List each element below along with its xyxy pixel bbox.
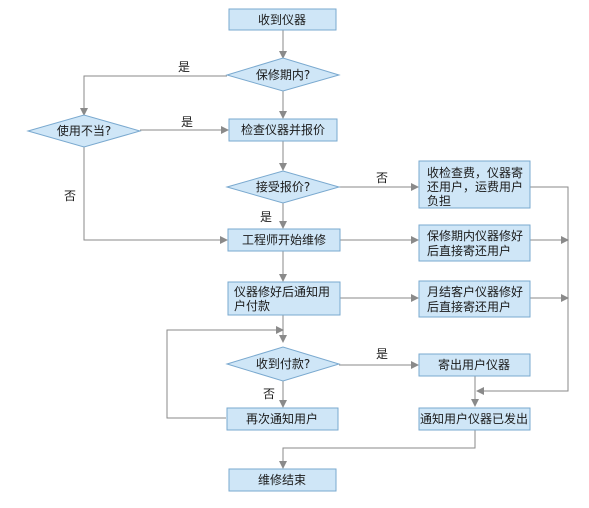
connectors — [80, 30, 569, 469]
node-ship-user: 寄出用户仪器 — [418, 353, 531, 377]
node-paid-q-label: 收到付款? — [256, 357, 310, 371]
node-start-label: 收到仪器 — [258, 13, 306, 27]
node-end: 维修结束 — [228, 468, 337, 492]
edge-misuse-no-repair — [83, 147, 228, 244]
label-misuse-yes: 是 — [181, 115, 193, 129]
node-charge-return-line2: 还用户，运费用户 — [427, 179, 523, 194]
label-accept-yes: 是 — [260, 210, 272, 224]
node-notify-pay-line2: 户付款 — [234, 298, 270, 313]
edge-renotify-loop — [166, 326, 284, 419]
node-misuse-q: 使用不当? — [26, 114, 142, 148]
label-paid-yes: 是 — [376, 347, 388, 361]
node-inspect-quote-label: 检查仪器并报价 — [241, 122, 325, 137]
node-warranty-return-line1: 保修期内仪器修好 — [427, 228, 523, 243]
node-warranty-return: 保修期内仪器修好 后直接寄还用户 — [418, 224, 531, 262]
node-ship-user-label: 寄出用户仪器 — [438, 357, 510, 372]
node-accept-q: 接受报价? — [225, 170, 341, 204]
edge-warranty-yes-misuse — [80, 75, 227, 116]
node-renotify: 再次通知用户 — [226, 407, 339, 431]
node-inspect-quote: 检查仪器并报价 — [228, 118, 338, 142]
node-start-repair-label: 工程师开始维修 — [242, 232, 326, 247]
label-warranty-yes: 是 — [178, 60, 190, 74]
node-notify-shipped: 通知用户仪器已发出 — [418, 407, 531, 431]
node-end-label: 维修结束 — [258, 472, 306, 487]
node-accept-q-label: 接受报价? — [256, 179, 310, 194]
node-monthly-return: 月结客户仪器修好 后直接寄还用户 — [418, 280, 531, 318]
node-monthly-return-line1: 月结客户仪器修好 — [427, 284, 523, 299]
edge-labels: 是 是 否 否 是 是 否 — [64, 60, 388, 401]
node-renotify-label: 再次通知用户 — [246, 411, 318, 426]
node-notify-shipped-label: 通知用户仪器已发出 — [420, 411, 528, 426]
node-start-repair: 工程师开始维修 — [227, 228, 341, 252]
node-charge-return-line3: 负担 — [427, 194, 451, 208]
node-monthly-return-line2: 后直接寄还用户 — [427, 299, 511, 314]
edge-shipped-end — [279, 430, 476, 469]
node-paid-q: 收到付款? — [225, 346, 341, 382]
node-warranty-q-label: 保修期内? — [256, 67, 310, 82]
node-charge-return: 收检查费，仪器寄 还用户，运费用户 负担 — [418, 160, 531, 209]
node-start: 收到仪器 — [228, 8, 337, 31]
label-misuse-no: 否 — [64, 189, 76, 203]
label-accept-no: 否 — [376, 171, 388, 185]
node-notify-pay-line1: 仪器修好后通知用 — [234, 284, 330, 299]
label-paid-no: 否 — [263, 387, 275, 401]
node-charge-return-line1: 收检查费，仪器寄 — [427, 165, 523, 180]
node-warranty-return-line2: 后直接寄还用户 — [427, 243, 511, 258]
node-warranty-q: 保修期内? — [225, 57, 341, 92]
node-notify-pay: 仪器修好后通知用 户付款 — [227, 281, 341, 316]
node-misuse-q-label: 使用不当? — [57, 123, 111, 138]
edge-right-bus — [476, 186, 569, 395]
